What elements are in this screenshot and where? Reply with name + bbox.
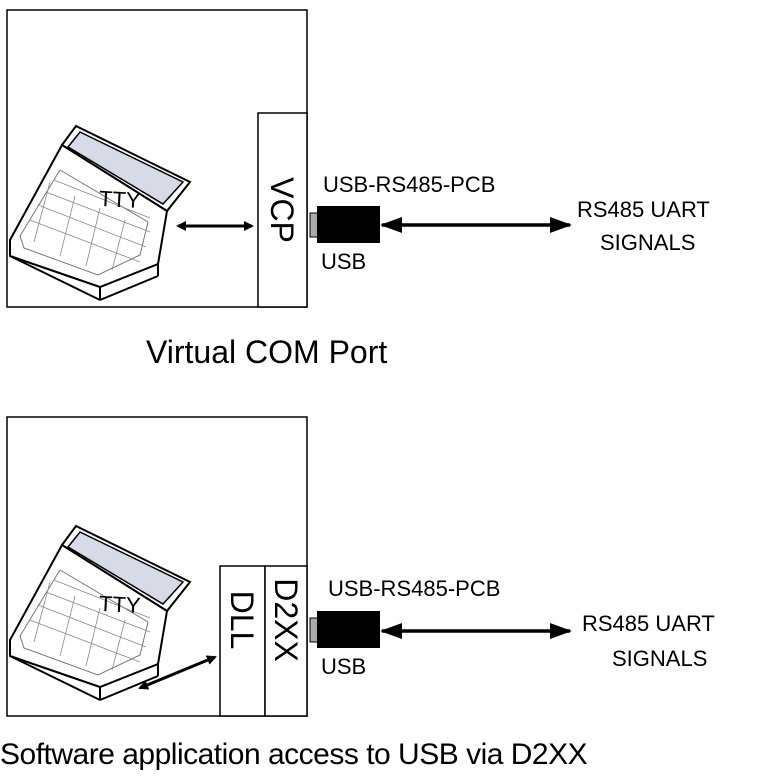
usb-connector-icon <box>309 206 380 243</box>
dll-driver-box <box>219 565 266 717</box>
d2xx-driver-box <box>264 565 308 717</box>
cable-label: USB-RS485-PCB <box>328 576 501 601</box>
signals-label-line1: RS485 UART <box>577 197 710 222</box>
vcp-driver-label: VCP <box>264 177 300 243</box>
d2xx-diagram <box>6 416 572 717</box>
laptop-icon <box>9 124 192 301</box>
cable-label: USB-RS485-PCB <box>323 172 496 197</box>
caption-virtual-com-port: Virtual COM Port <box>146 334 388 370</box>
signals-label-line2: SIGNALS <box>612 646 708 671</box>
laptop-label: TTY <box>98 185 142 214</box>
vcp-diagram <box>6 9 572 308</box>
caption-d2xx-access: Software application access to USB via D… <box>0 738 588 771</box>
vcp-driver-box <box>257 112 308 308</box>
laptop-label: TTY <box>98 590 142 619</box>
usb-connector-icon <box>309 611 380 648</box>
signals-label-line2: SIGNALS <box>600 230 696 255</box>
laptop-icon <box>9 524 192 701</box>
usb-connector-label: USB <box>321 654 367 679</box>
signals-label-line1: RS485 UART <box>582 611 715 636</box>
laptop-to-dll-arrow <box>138 655 217 690</box>
d2xx-driver-label: D2XX <box>268 578 304 662</box>
dll-driver-label: DLL <box>224 590 260 650</box>
usb-connector-label: USB <box>321 249 367 274</box>
